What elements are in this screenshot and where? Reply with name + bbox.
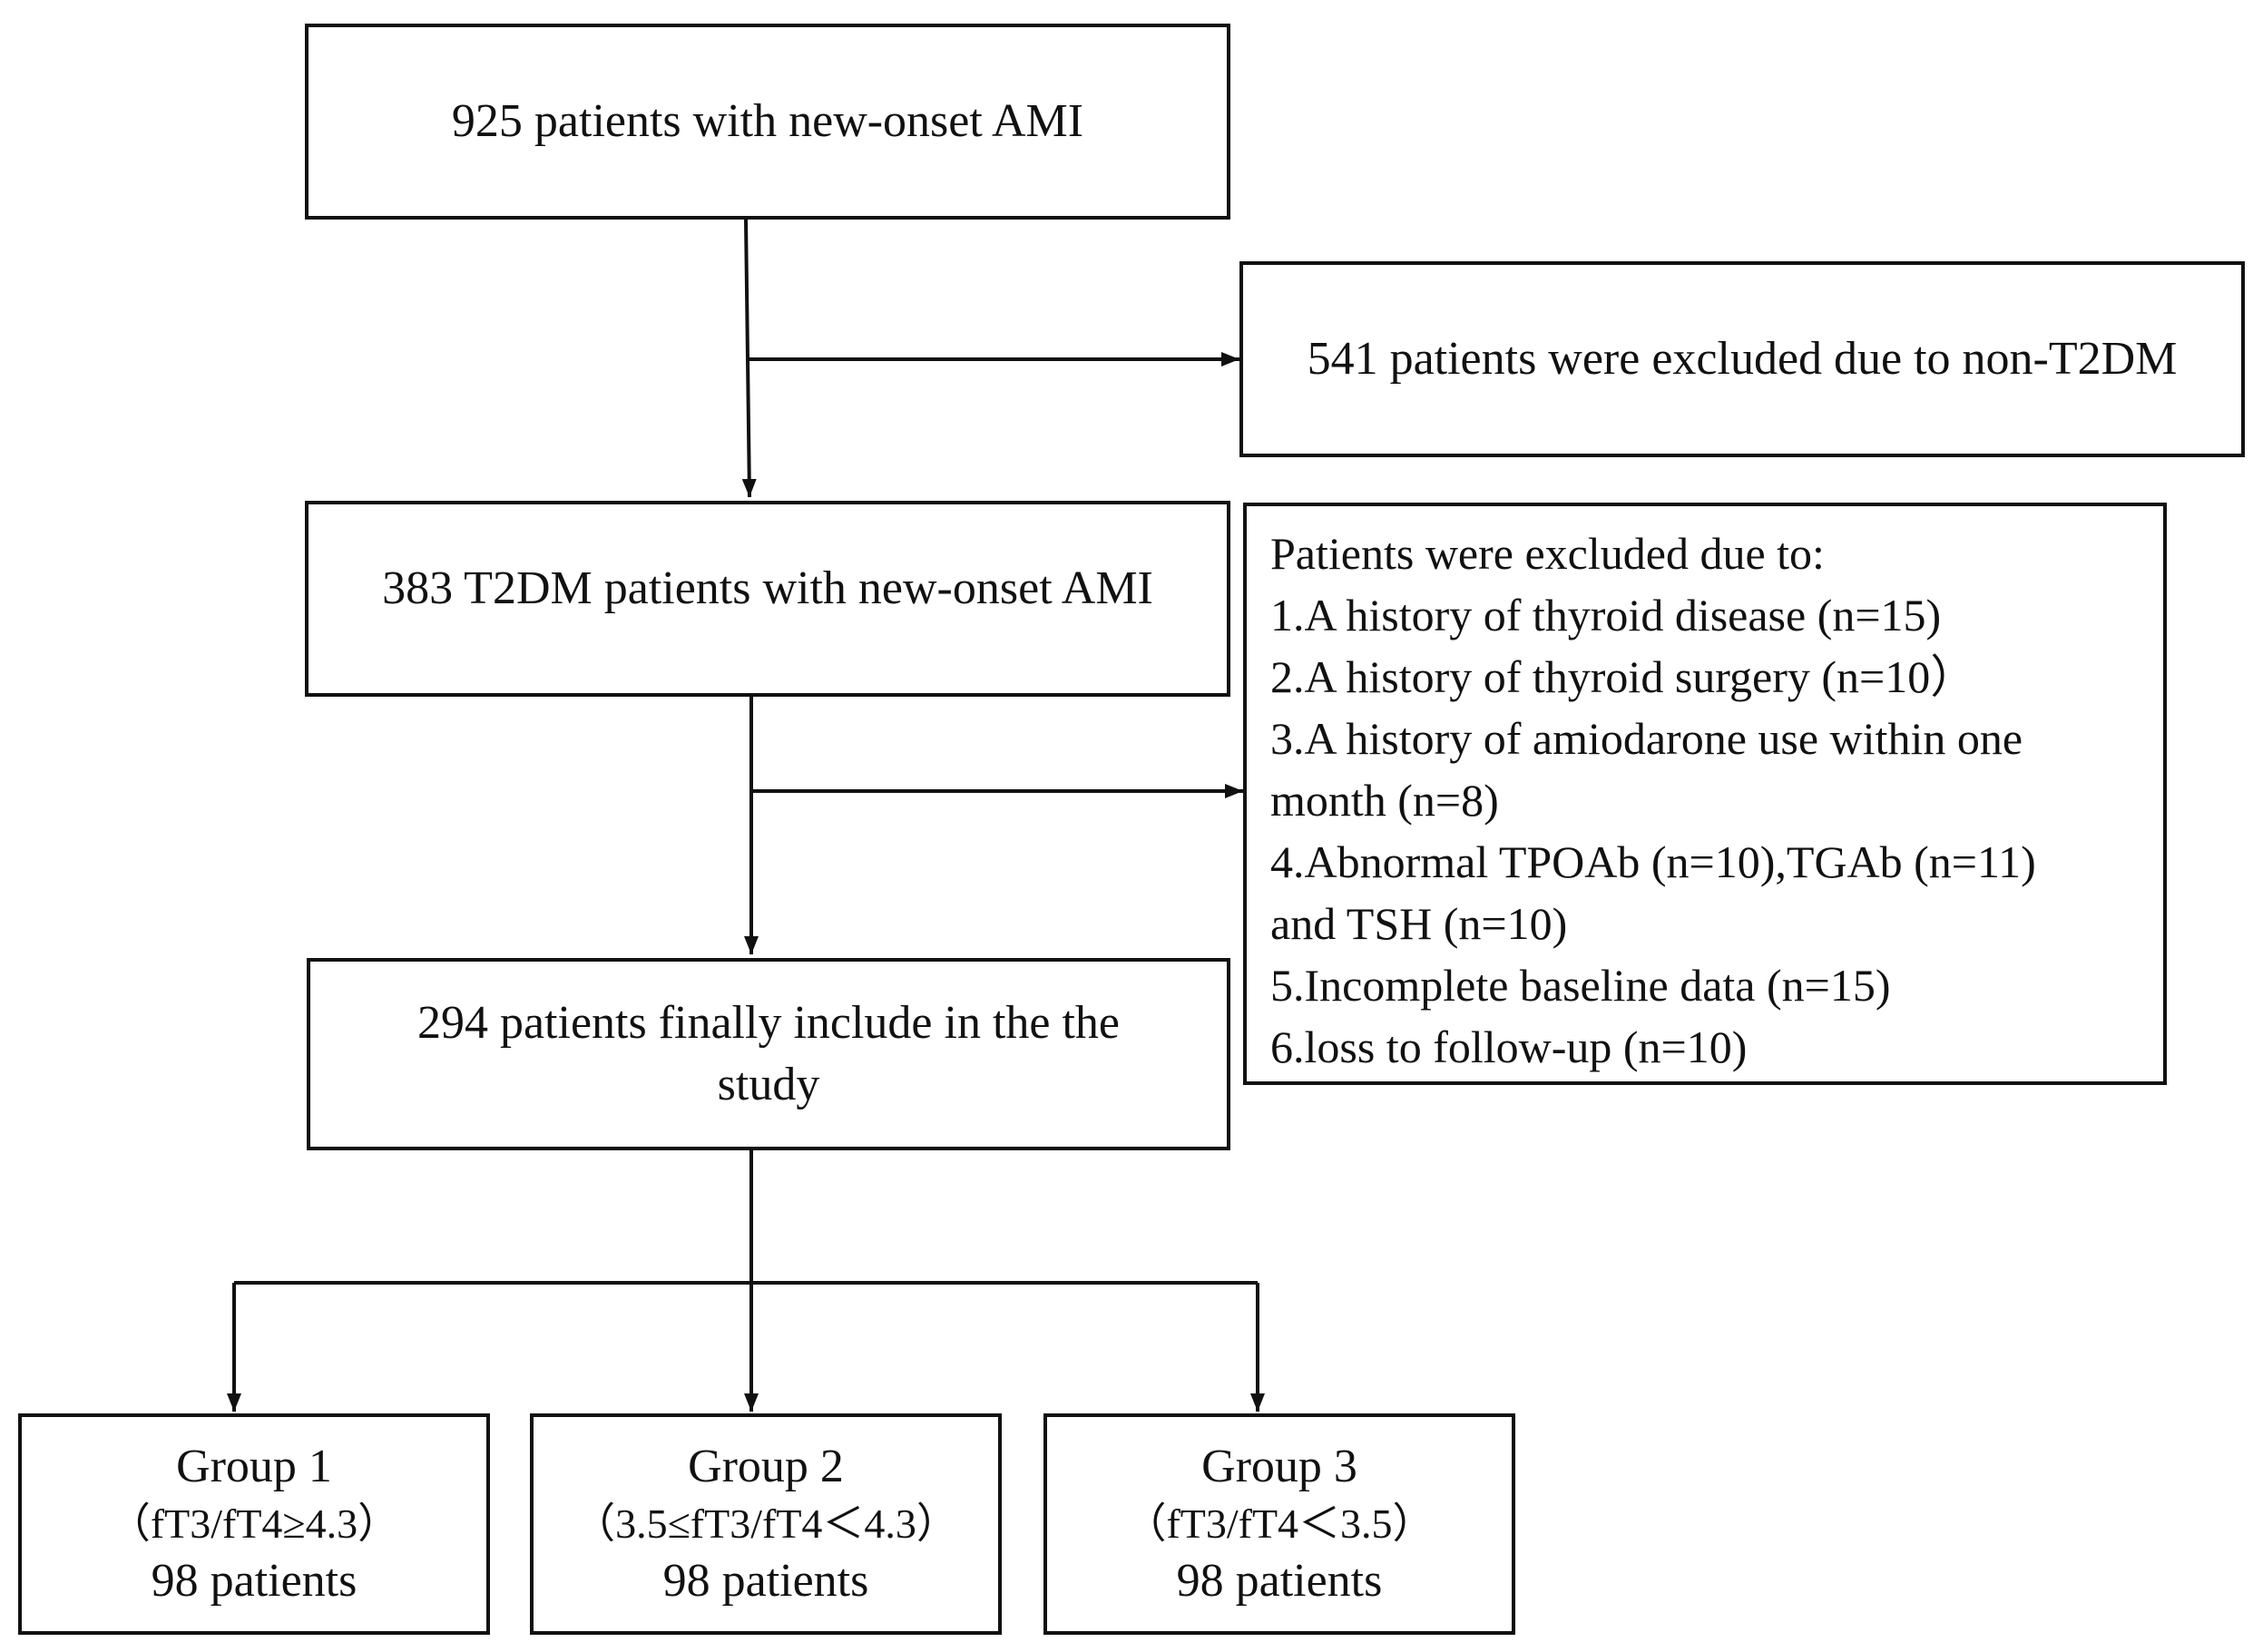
box-group-2: Group 2 （3.5≤fT3/fT4＜4.3） 98 patients — [530, 1413, 1002, 1635]
group-2-name: Group 2 — [688, 1441, 844, 1492]
box-t2dm-patients: 383 T2DM patients with new-onset AMI — [305, 501, 1230, 697]
box-group-3: Group 3 （fT3/fT4＜3.5） 98 patients — [1043, 1413, 1515, 1635]
group-3-name: Group 3 — [1201, 1441, 1357, 1492]
exclusion-line: 3.A history of amiodarone use within one — [1270, 713, 2023, 764]
exclusion-line: and TSH (n=10) — [1270, 898, 1568, 949]
group-2-criteria: （3.5≤fT3/fT4＜4.3） — [573, 1500, 958, 1547]
exclusion-line: month (n=8) — [1270, 775, 1499, 826]
exclusion-line: 1.A history of thyroid disease (n=15) — [1270, 590, 1942, 640]
exclusion-line: 6.loss to follow-up (n=10) — [1270, 1022, 1748, 1072]
final-included-line-2: study — [717, 1059, 820, 1110]
final-included-line-1: 294 patients finally include in the the — [416, 997, 1121, 1049]
excluded-non-t2dm-text: 541 patients were excluded due to non-T2… — [1307, 333, 2178, 385]
total-patients-text: 925 patients with new-onset AMI — [451, 95, 1084, 147]
group-3-count: 98 patients — [1176, 1555, 1383, 1607]
box-total-patients: 925 patients with new-onset AMI — [305, 24, 1230, 220]
exclusion-title: Patients were excluded due to: — [1270, 528, 1825, 579]
group-3-criteria: （fT3/fT4＜3.5） — [1124, 1500, 1435, 1547]
t2dm-patients-text: 383 T2DM patients with new-onset AMI — [382, 562, 1153, 614]
exclusion-line: 2.A history of thyroid surgery (n=10） — [1270, 651, 1976, 702]
group-2-count: 98 patients — [662, 1555, 869, 1607]
group-1-criteria: （fT3/fT4≥4.3） — [108, 1500, 400, 1547]
exclusion-line: 4.Abnormal TPOAb (n=10),TGAb (n=11) — [1270, 836, 2036, 887]
box-final-included: 294 patients finally include in the the … — [307, 958, 1230, 1150]
group-1-count: 98 patients — [151, 1555, 358, 1607]
box-group-1: Group 1 （fT3/fT4≥4.3） 98 patients — [18, 1413, 490, 1635]
group-1-name: Group 1 — [176, 1441, 332, 1492]
box-excluded-non-t2dm: 541 patients were excluded due to non-T2… — [1239, 261, 2245, 457]
box-exclusion-criteria: Patients were excluded due to: 1.A histo… — [1243, 503, 2167, 1085]
exclusion-line: 5.Incomplete baseline data (n=15) — [1270, 960, 1891, 1011]
